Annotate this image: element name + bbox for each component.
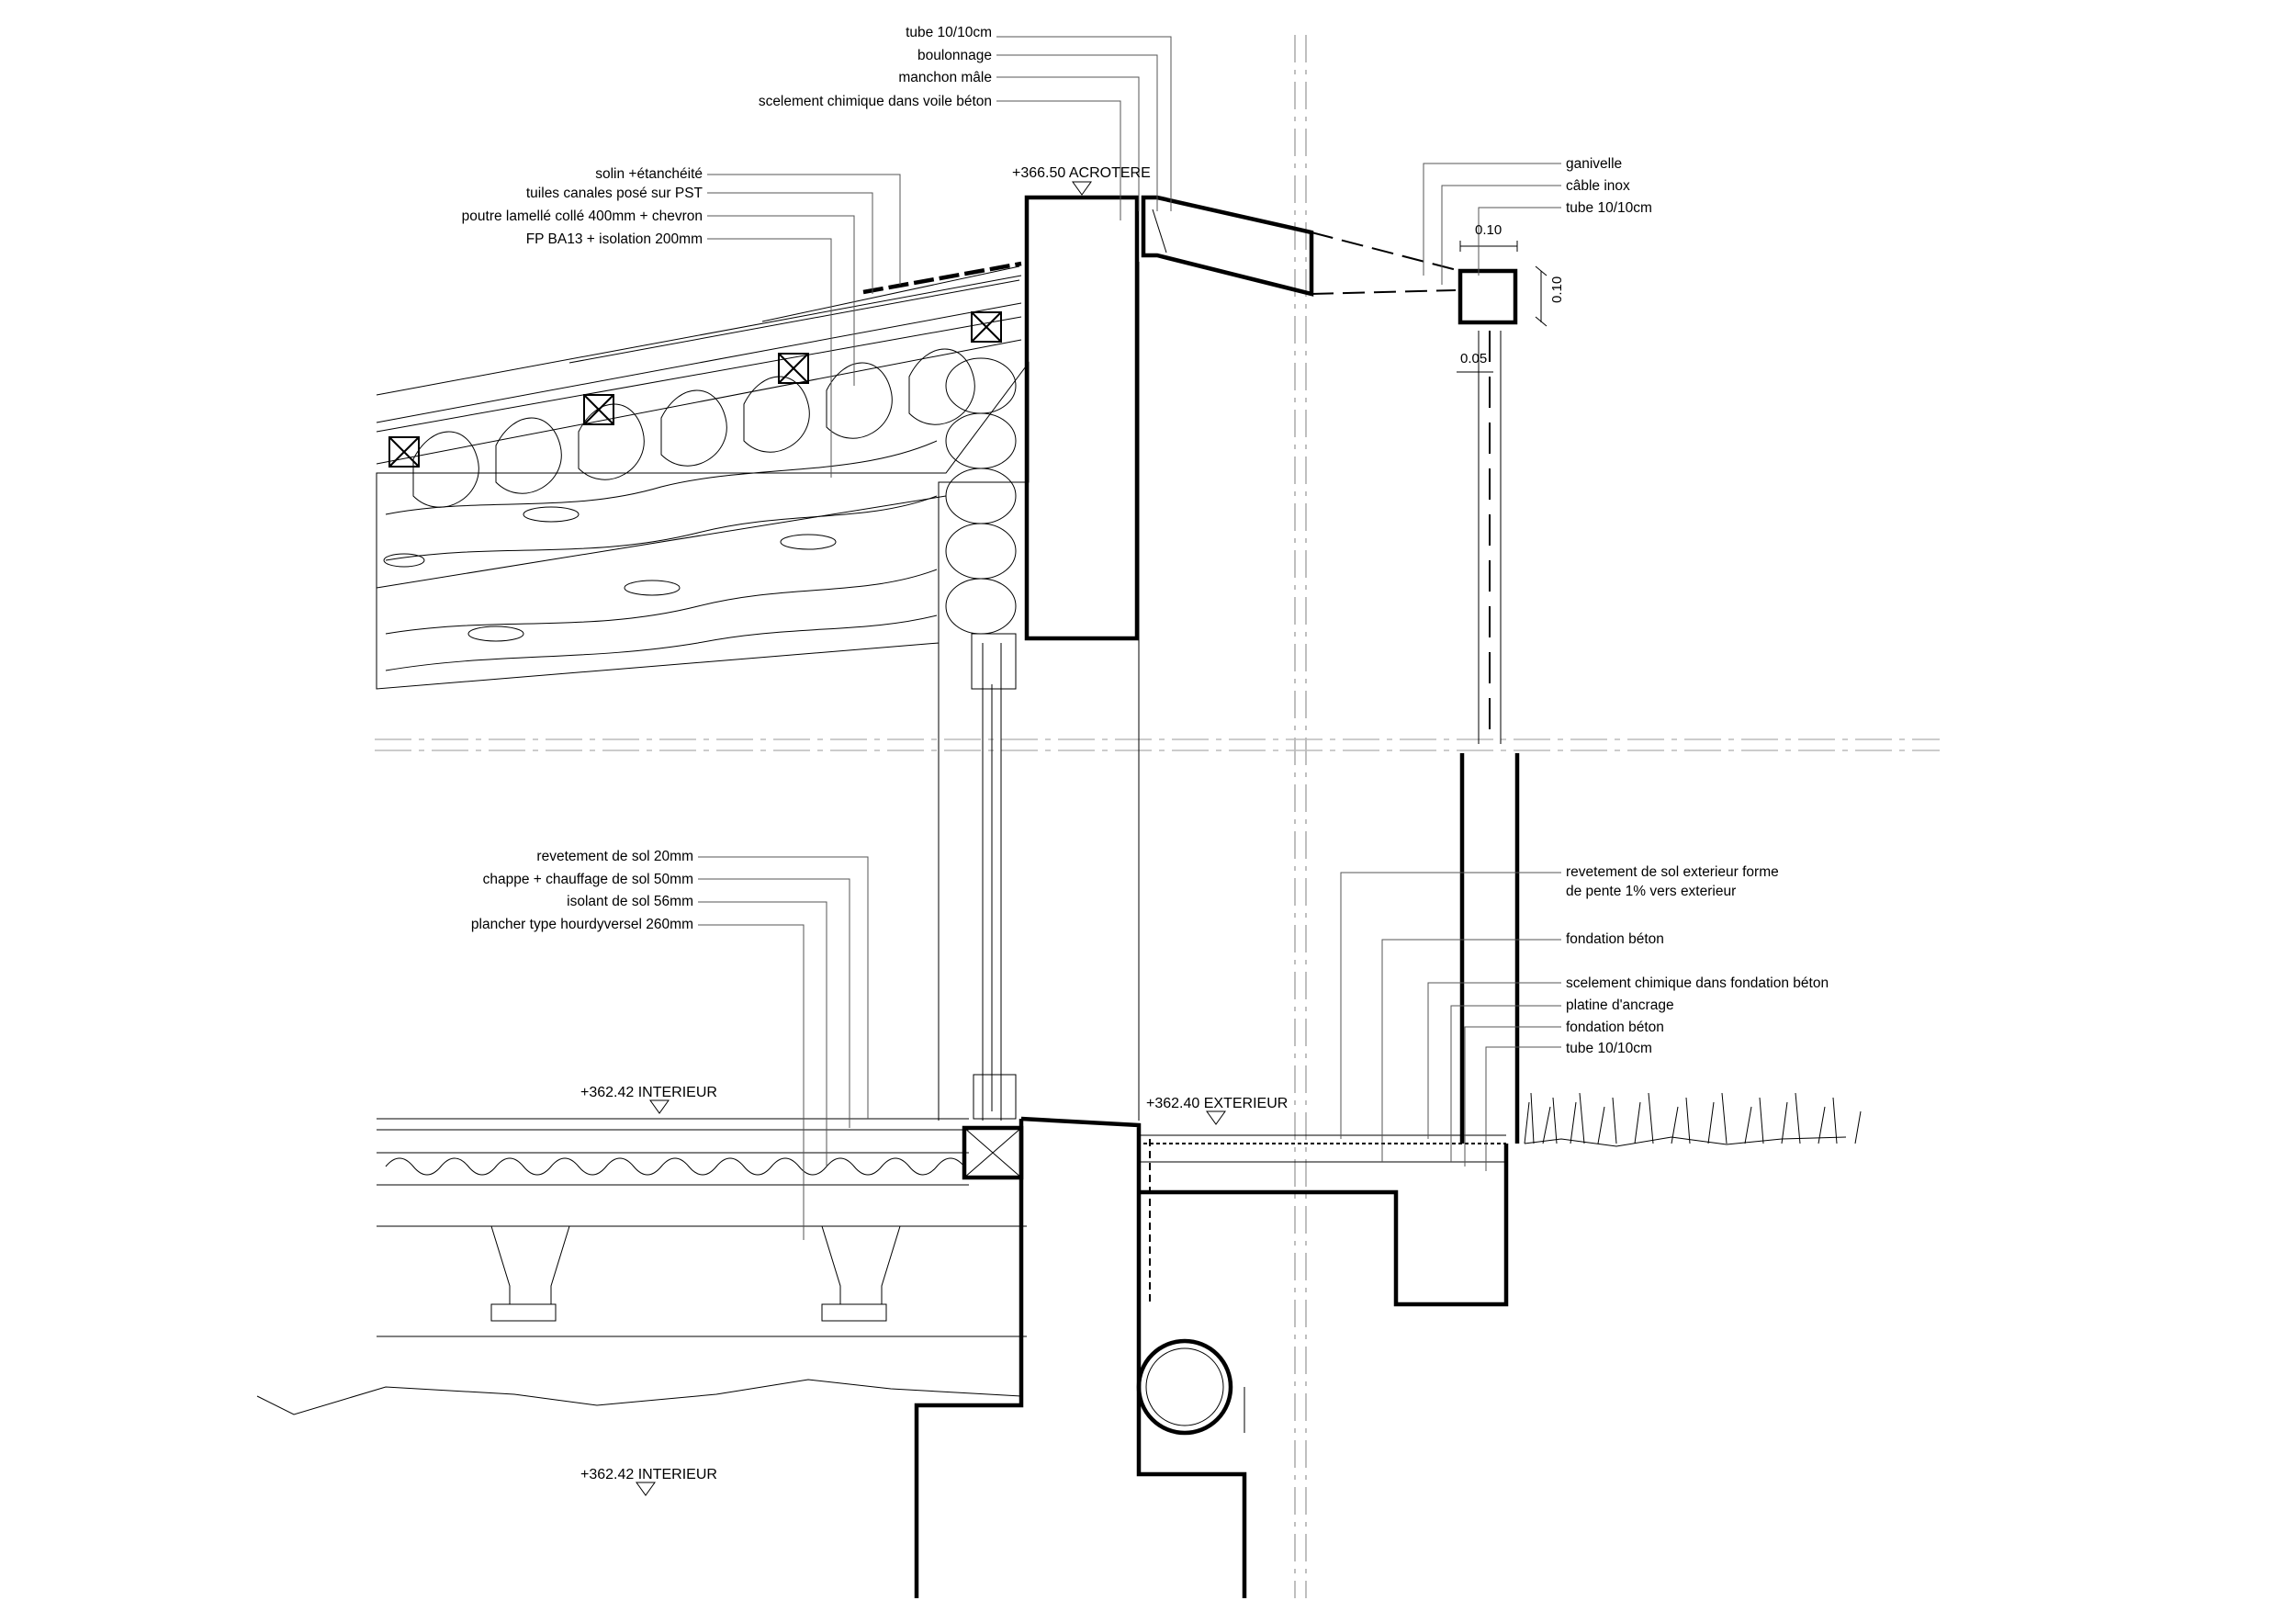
label-tuiles: tuiles canales posé sur PST bbox=[526, 186, 703, 201]
label-boulonnage: boulonnage bbox=[917, 48, 992, 63]
label-fondation-1: fondation béton bbox=[1566, 931, 1664, 947]
level-exterieur: +362.40 EXTERIEUR bbox=[1146, 1096, 1288, 1111]
label-tube-right: tube 10/10cm bbox=[1566, 200, 1652, 216]
label-ganivelle: ganivelle bbox=[1566, 156, 1622, 172]
label-revetement-ext-2: de pente 1% vers exterieur bbox=[1566, 884, 1736, 899]
label-platine: platine d'ancrage bbox=[1566, 997, 1674, 1013]
railing-assembly bbox=[1141, 195, 1548, 1144]
label-tube-bottom: tube 10/10cm bbox=[1566, 1041, 1652, 1056]
label-cable: câble inox bbox=[1566, 178, 1630, 194]
label-isolant: isolant de sol 56mm bbox=[567, 894, 693, 909]
concrete-parapet-wall bbox=[1024, 195, 1140, 641]
floor-slab bbox=[377, 1118, 1027, 1337]
level-interieur-floor: +362.42 INTERIEUR bbox=[580, 1085, 717, 1100]
roof-assembly bbox=[376, 261, 1030, 690]
tube-section bbox=[1458, 268, 1518, 325]
label-plancher: plancher type hourdyversel 260mm bbox=[471, 917, 693, 932]
label-tube-top: tube 10/10cm bbox=[906, 25, 992, 40]
window-frame bbox=[971, 633, 1017, 1121]
leader-lines bbox=[698, 36, 1561, 1240]
dim-side-height: 0.10 bbox=[1549, 276, 1565, 303]
label-manchon: manchon mâle bbox=[898, 70, 992, 85]
level-interieur-ground: +362.42 INTERIEUR bbox=[580, 1467, 717, 1482]
label-revetement-sol: revetement de sol 20mm bbox=[536, 849, 693, 864]
level-acrotere: +366.50 ACROTERE bbox=[1012, 165, 1151, 181]
foundation bbox=[256, 1092, 1862, 1598]
level-markers bbox=[636, 181, 1226, 1496]
label-poutre: poutre lamellé collé 400mm + chevron bbox=[462, 209, 703, 224]
dim-top-width: 0.10 bbox=[1475, 222, 1502, 238]
roof-beam-outline bbox=[376, 361, 1030, 690]
label-scelement-fondation: scelement chimique dans fondation béton bbox=[1566, 975, 1829, 991]
label-solin: solin +étanchéité bbox=[595, 166, 703, 182]
dim-gap: 0.05 bbox=[1460, 351, 1487, 366]
label-fp-ba13: FP BA13 + isolation 200mm bbox=[526, 231, 703, 247]
label-chappe: chappe + chauffage de sol 50mm bbox=[483, 872, 693, 887]
label-revetement-ext-1: revetement de sol exterieur forme bbox=[1566, 864, 1779, 880]
label-fondation-2: fondation béton bbox=[1566, 1020, 1664, 1035]
label-scelement-voile: scelement chimique dans voile béton bbox=[759, 94, 992, 109]
